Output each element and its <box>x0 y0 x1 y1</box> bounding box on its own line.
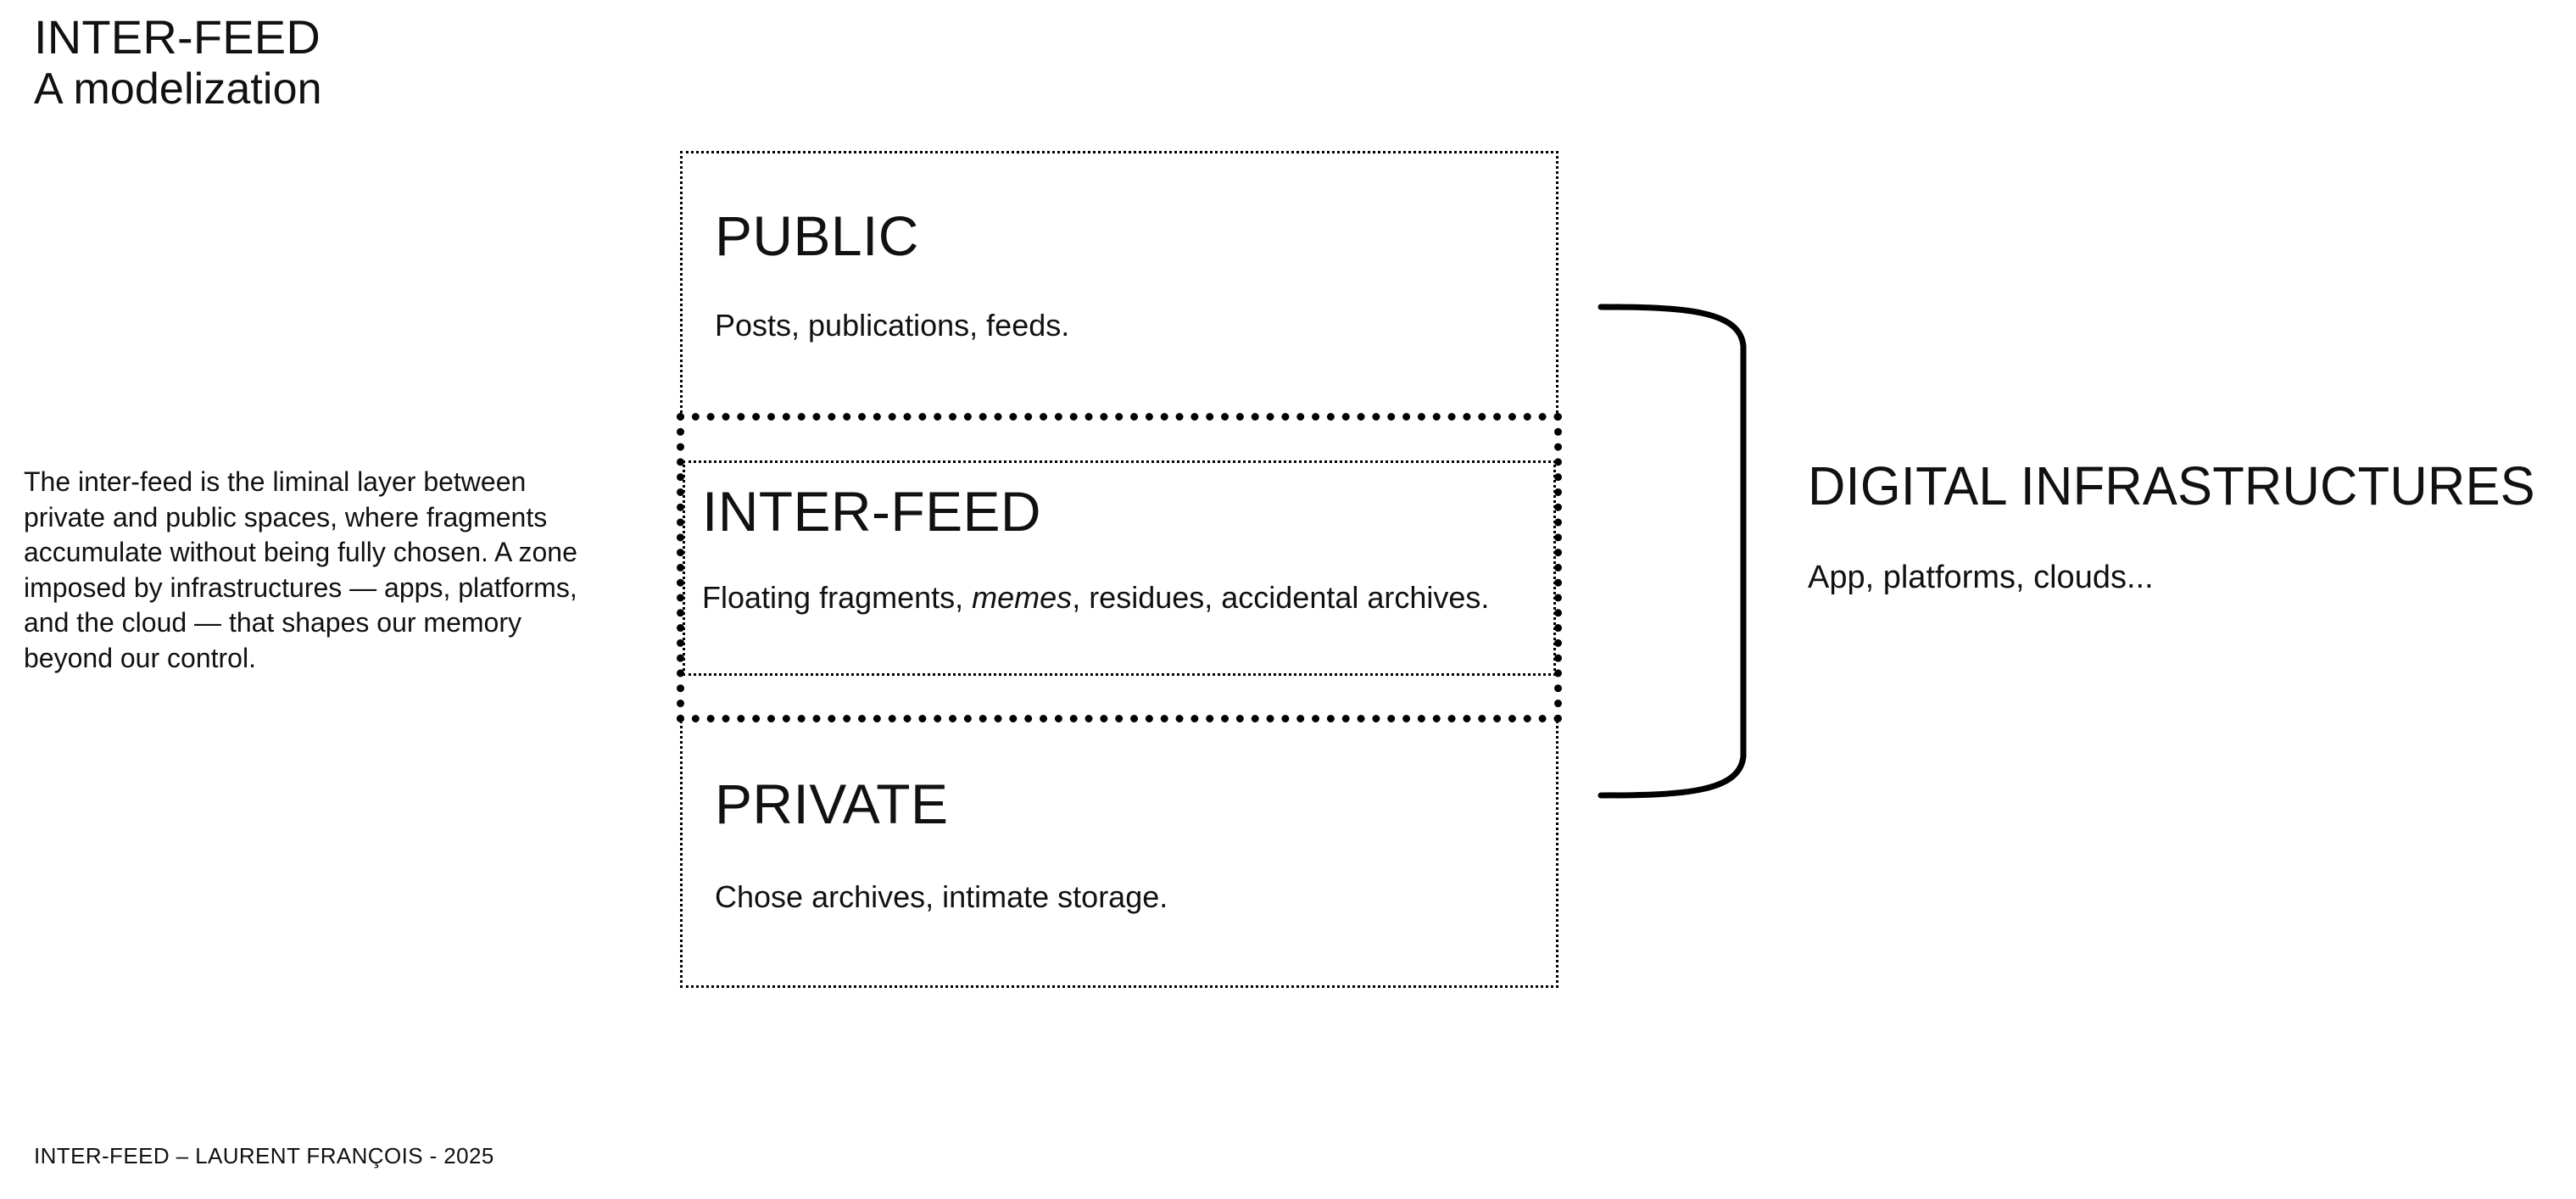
infrastructures-block: DIGITAL INFRASTRUCTURES App, platforms, … <box>1808 455 2571 598</box>
layer-interfeed: INTER-FEED Floating fragments, memes, re… <box>702 468 1525 616</box>
brace-svg <box>1597 304 1747 799</box>
page-subtitle: A modelization <box>34 64 322 114</box>
interfeed-desc-suffix: , residues, accidental archives. <box>1072 580 1490 615</box>
page-title: INTER-FEED <box>34 10 321 64</box>
layer-private-description: Chose archives, intimate storage. <box>715 879 1168 914</box>
interfeed-desc-prefix: Floating fragments, <box>702 580 973 615</box>
title-block: INTER-FEED A modelization <box>34 10 797 114</box>
layer-public-description: Posts, publications, feeds. <box>715 308 1070 343</box>
interfeed-band <box>677 413 1562 722</box>
right-brace-icon <box>1597 297 1760 806</box>
layer-private: PRIVATE Chose archives, intimate storage… <box>683 725 1556 990</box>
layer-interfeed-description: Floating fragments, memes, residues, acc… <box>702 580 1499 616</box>
layer-interfeed-title: INTER-FEED <box>702 480 1041 543</box>
layer-private-title: PRIVATE <box>715 772 949 835</box>
layer-public: PUBLIC Posts, publications, feeds. <box>683 153 1556 415</box>
description-paragraph: The inter-feed is the liminal layer betw… <box>24 466 577 673</box>
interfeed-inner-frame <box>683 460 1556 676</box>
infrastructures-title: DIGITAL INFRASTRUCTURES <box>1808 455 2535 516</box>
layer-public-title: PUBLIC <box>715 204 919 267</box>
infrastructures-description: App, platforms, clouds... <box>1808 560 2154 596</box>
interfeed-desc-emphasis: memes <box>972 580 1073 615</box>
footer-credit: INTER-FEED – LAURENT FRANÇOIS - 2025 <box>34 1143 494 1168</box>
